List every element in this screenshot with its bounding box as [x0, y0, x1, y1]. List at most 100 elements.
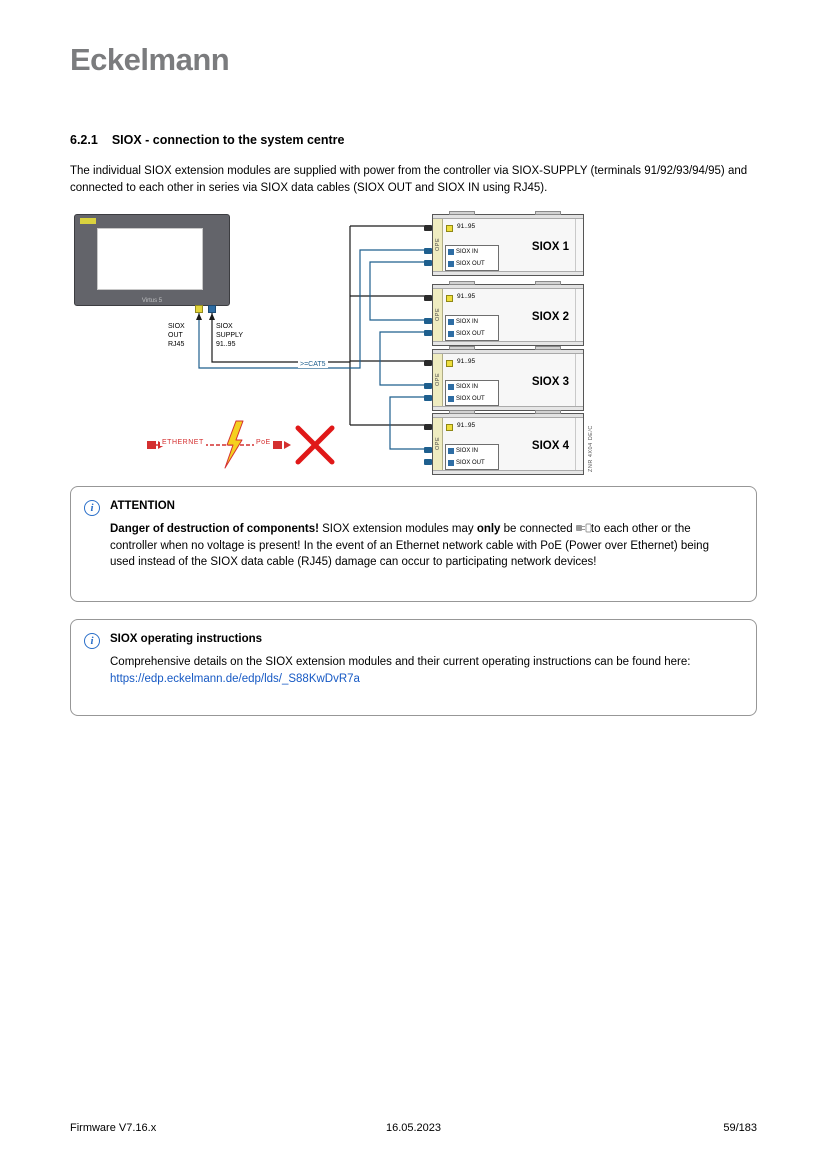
- siox-in-terminal: [448, 249, 454, 255]
- module-edge-line: [575, 219, 576, 271]
- siox-wiring-diagram: Virtus 5 SIOX OUT RJ45 SIOX SUPPLY 91..9…: [70, 211, 610, 480]
- module-edge-line: [575, 418, 576, 470]
- operating-instructions-box: i SIOX operating instructions Comprehens…: [70, 619, 757, 716]
- mount-tab: [535, 211, 561, 215]
- io-terminal-block: SIOX IN SIOX OUT: [445, 315, 499, 341]
- siox-out-terminal: [448, 261, 454, 267]
- supply-terminal-label: 91..95: [457, 223, 476, 230]
- instructions-text: Comprehensive details on the SIOX extens…: [110, 656, 691, 668]
- attention-text-3: to each other or the controller when no …: [110, 523, 709, 568]
- supply-terminal: [446, 360, 453, 367]
- ope-label: OPE: [435, 237, 441, 251]
- ope-label: OPE: [435, 436, 441, 450]
- ethernet-plug-right: [273, 441, 282, 449]
- module-top-bar: [433, 215, 583, 219]
- instructions-body: Comprehensive details on the SIOX extens…: [110, 654, 734, 687]
- data-wire-controller-siox1: [198, 249, 424, 369]
- arrow-up-out-port: [196, 313, 202, 320]
- siox-in-terminal: [448, 384, 454, 390]
- module-left-strip: [433, 354, 443, 406]
- info-icon: i: [84, 500, 100, 516]
- eckelmann-logo: Eckelmann: [70, 42, 230, 77]
- info-icon: i: [84, 633, 100, 649]
- attention-title: ATTENTION: [110, 500, 175, 512]
- edp-link[interactable]: https://edp.eckelmann.de/edp/lds/_S88KwD…: [110, 672, 360, 685]
- attention-body: Danger of destruction of components! SIO…: [110, 521, 734, 571]
- lightning-bolt-icon: [224, 420, 244, 469]
- siox-in-plug: [424, 248, 432, 254]
- instructions-title: SIOX operating instructions: [110, 633, 263, 645]
- forbidden-x-icon: [295, 425, 335, 465]
- siox-out-label: SIOX OUT: [456, 331, 485, 337]
- siox-out-terminal: [448, 460, 454, 466]
- mount-tab: [449, 281, 475, 285]
- module-bottom-bar: [433, 470, 583, 474]
- supply-terminal-label: 91..95: [457, 422, 476, 429]
- module-top-bar: [433, 414, 583, 418]
- siox-out-connector: [195, 305, 203, 313]
- supply-plug: [424, 295, 432, 301]
- module-bottom-bar: [433, 271, 583, 275]
- siox-out-plug: [424, 330, 432, 336]
- supply-plug: [424, 424, 432, 430]
- module-left-strip: [433, 418, 443, 470]
- attention-text-1: SIOX extension modules may: [318, 523, 477, 535]
- siox-in-label: SIOX IN: [456, 448, 479, 454]
- mount-tab: [449, 410, 475, 414]
- diagram-wires: [147, 225, 424, 469]
- module-left-strip: [433, 289, 443, 341]
- controller-connector-chip: [80, 218, 96, 224]
- siox-out-plug: [424, 459, 432, 465]
- module-edge-line: [575, 354, 576, 406]
- siox-supply-port-label: SIOX SUPPLY 91..95: [216, 323, 244, 348]
- cable-spec-label: >=CAT5: [298, 361, 328, 368]
- mount-tab: [535, 281, 561, 285]
- mount-tab: [449, 211, 475, 215]
- siox-out-label: SIOX OUT: [456, 460, 485, 466]
- siox-in-label: SIOX IN: [456, 384, 479, 390]
- siox-out-terminal: [448, 396, 454, 402]
- ope-label: OPE: [435, 307, 441, 321]
- siox-in-plug: [424, 383, 432, 389]
- mount-tab: [449, 346, 475, 350]
- module-name: SIOX 2: [531, 311, 569, 323]
- module-top-bar: [433, 285, 583, 289]
- footer-page-number: 59/183: [723, 1122, 757, 1134]
- intro-paragraph: The individual SIOX extension modules ar…: [70, 165, 748, 194]
- controller-label: Virtus 5: [141, 298, 163, 304]
- supply-terminal-label: 91..95: [457, 358, 476, 365]
- supply-terminal: [446, 225, 453, 232]
- siox-module-1: OPE 91..95 SIOX IN SIOX OUT SIOX 1: [424, 211, 584, 276]
- siox-out-label: SIOX OUT: [456, 261, 485, 267]
- footer-firmware-version: Firmware V7.16.x: [70, 1122, 157, 1134]
- page-footer: Firmware V7.16.x 16.05.2023 59/183: [70, 1122, 757, 1134]
- ethernet-arrow-right: [284, 441, 291, 449]
- poe-label: PoE: [254, 439, 273, 446]
- module-bottom-bar: [433, 341, 583, 345]
- attention-only-bold: only: [476, 523, 501, 535]
- controller-screen: [97, 228, 203, 290]
- mount-tab: [535, 346, 561, 350]
- attention-text-2: be connected: [500, 523, 576, 535]
- controller-device: Virtus 5: [74, 214, 230, 306]
- attention-lead-bold: Danger of destruction of components!: [110, 523, 319, 535]
- siox-in-plug: [424, 318, 432, 324]
- siox-module-3: OPE 91..95 SIOX IN SIOX OUT SIOX 3: [424, 346, 584, 411]
- siox-module-2: OPE 91..95 SIOX IN SIOX OUT SIOX 2: [424, 281, 584, 346]
- drawing-number-label: ZNR 4X04 DE/C: [588, 425, 594, 472]
- siox-out-plug: [424, 260, 432, 266]
- io-terminal-block: SIOX IN SIOX OUT: [445, 245, 499, 271]
- io-terminal-block: SIOX IN SIOX OUT: [445, 444, 499, 470]
- module-bottom-bar: [433, 406, 583, 410]
- module-name: SIOX 1: [531, 241, 569, 253]
- siox-module-4: OPE 91..95 SIOX IN SIOX OUT SIOX 4: [424, 410, 584, 475]
- data-wire-siox2-siox3: [379, 331, 424, 386]
- attention-box: i ATTENTION Danger of destruction of com…: [70, 486, 757, 602]
- supply-terminal: [446, 424, 453, 431]
- module-name: SIOX 4: [531, 440, 569, 452]
- siox-in-label: SIOX IN: [456, 319, 479, 325]
- data-wire-siox3-siox4: [389, 396, 424, 450]
- siox-out-terminal: [448, 331, 454, 337]
- section-title: SIOX - connection to the system centre: [111, 133, 345, 147]
